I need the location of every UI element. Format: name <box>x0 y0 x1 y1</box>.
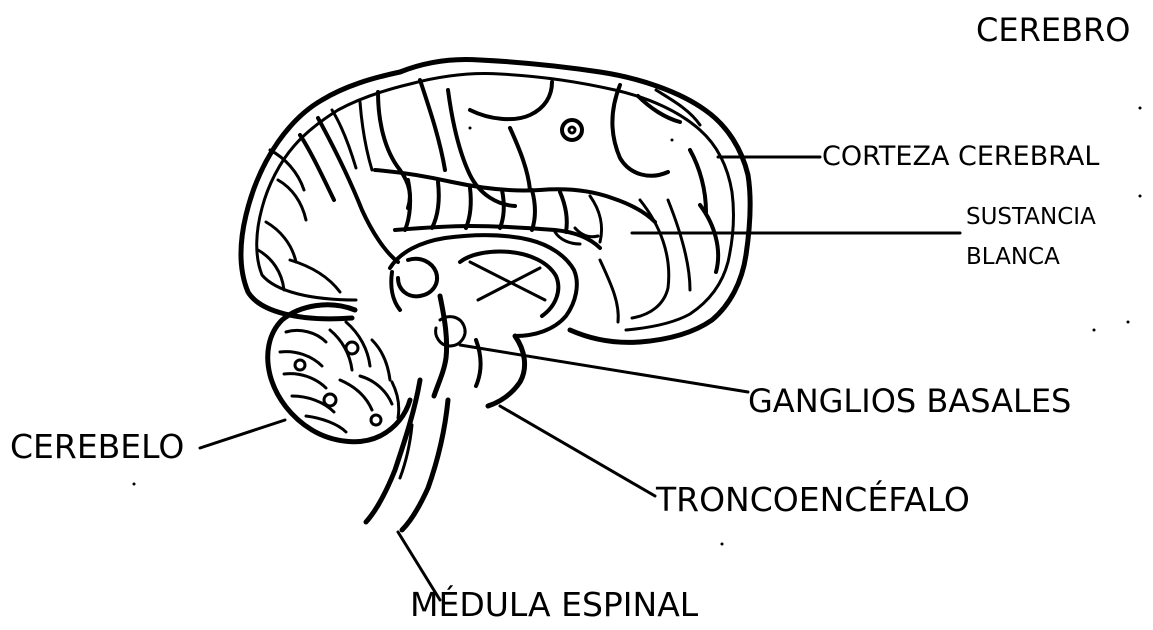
label-corteza-cerebral: CORTEZA CEREBRAL <box>822 143 1099 170</box>
label-cerebelo: CEREBELO <box>10 430 184 463</box>
label-troncoencefalo: TRONCOENCÉFALO <box>656 483 970 516</box>
leader-tronco <box>500 406 655 496</box>
cortex-spot <box>562 120 582 140</box>
deep-structures <box>390 228 598 346</box>
label-blanca: BLANCA <box>966 246 1060 269</box>
label-medula-espinal: MÉDULA ESPINAL <box>410 588 698 621</box>
leader-cerebelo <box>200 420 285 448</box>
cerebellum <box>268 305 410 442</box>
diagram-title: CEREBRO <box>976 14 1130 46</box>
leader-ganglios <box>460 345 748 392</box>
label-sustancia: SUSTANCIA <box>966 206 1096 229</box>
label-ganglios-basales: GANGLIOS BASALES <box>748 385 1071 417</box>
